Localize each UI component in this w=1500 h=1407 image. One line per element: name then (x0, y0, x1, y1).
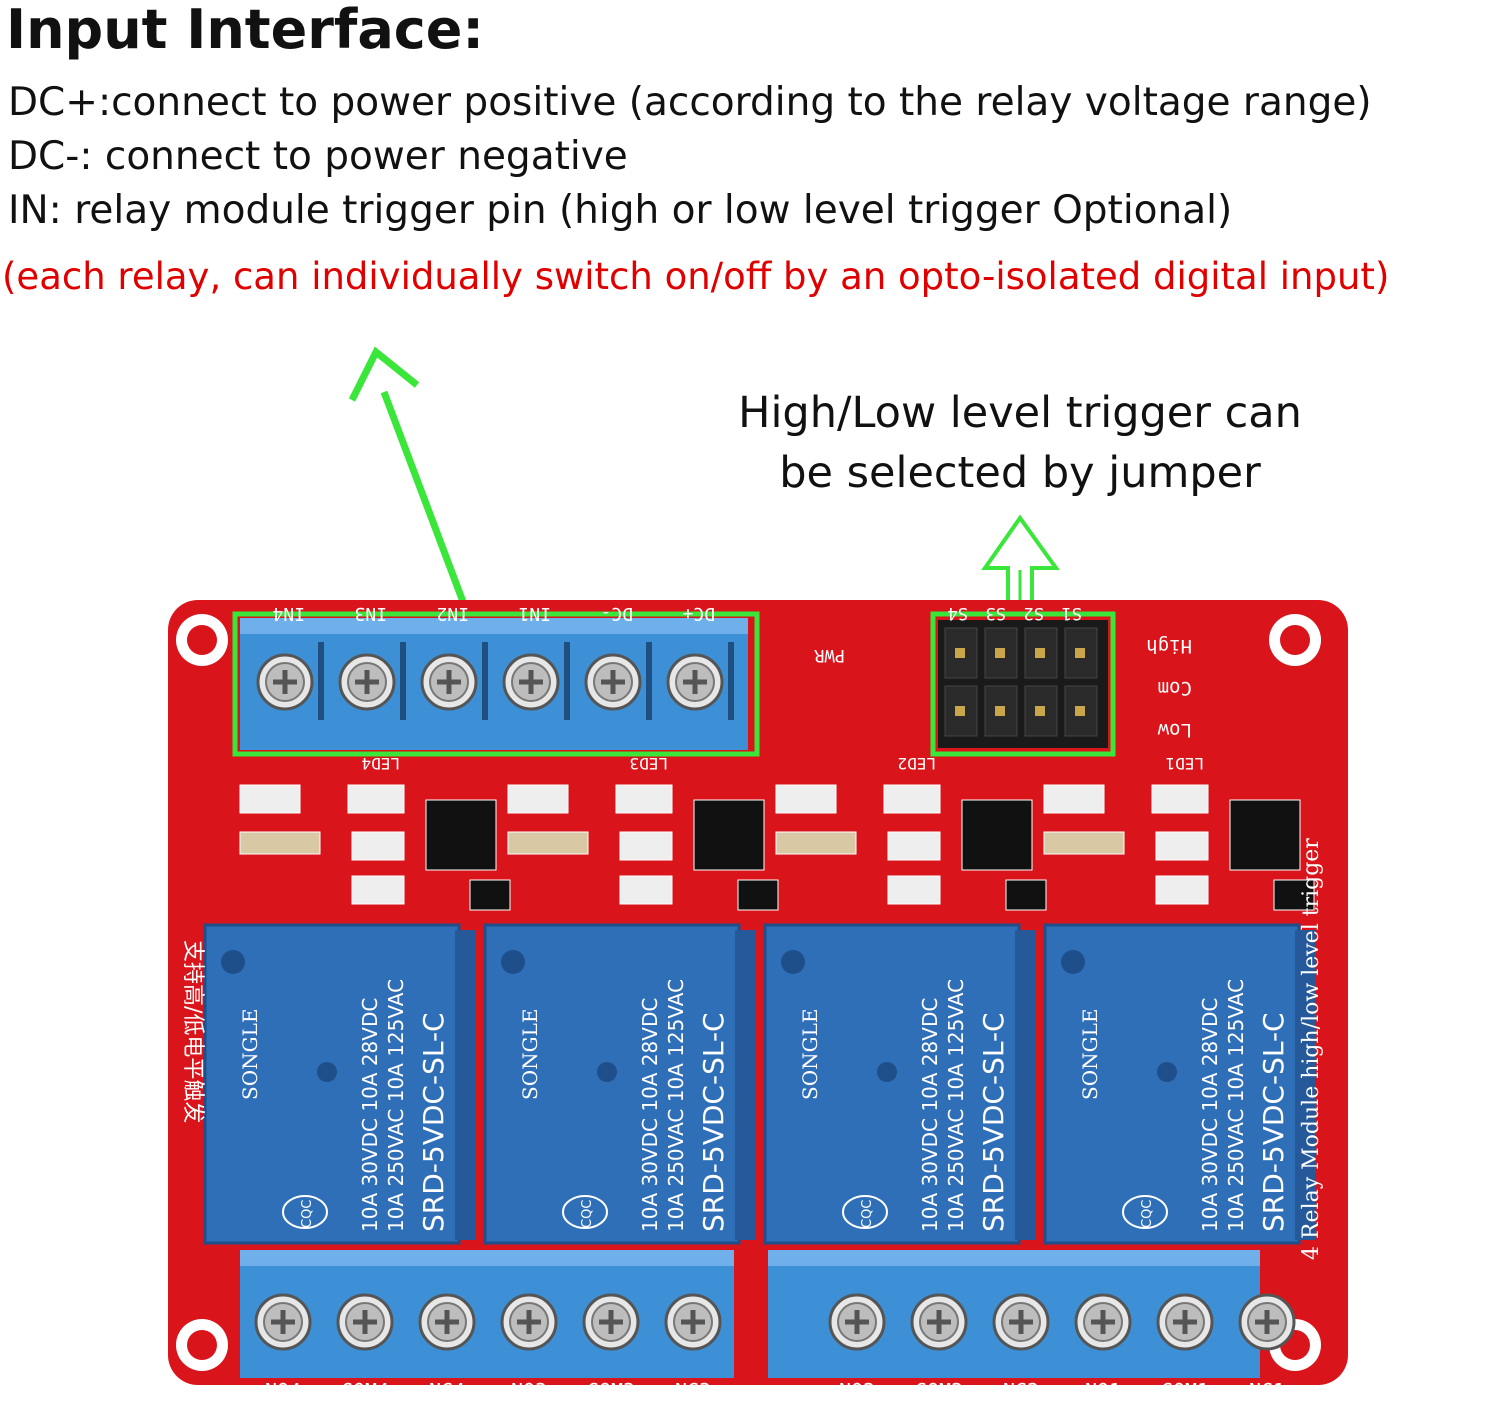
relay-rating-dc: 10A 30VDC 10A 28VDC (918, 998, 942, 1232)
relay-model: SRD-5VDC-SL-C (697, 1012, 730, 1232)
jumper-row-label: High (1146, 635, 1192, 657)
output-screw-com4 (336, 1293, 394, 1351)
spec-in: IN: relay module trigger pin (high or lo… (8, 188, 1233, 233)
jumper-pin-label: S3 (986, 603, 1006, 623)
input-arrow-icon (348, 346, 472, 617)
input-pin-label: IN3 (354, 603, 387, 624)
input-terminal-block (240, 618, 748, 750)
spec-dc-minus: DC-: connect to power negative (8, 134, 628, 179)
relay-cqc-mark: CQC (300, 1200, 315, 1228)
output-pin-label: COM4 (341, 1379, 389, 1403)
output-screw-no4 (254, 1293, 312, 1351)
jumper-callout-line1: High/Low level trigger can (738, 388, 1302, 438)
output-pin-label: NC3 (675, 1379, 711, 1403)
output-screw-no2 (828, 1293, 886, 1351)
page-title: Input Interface: (6, 0, 485, 61)
relay-rating-ac: 10A 250VAC 10A 125VAC (664, 979, 688, 1232)
jumper-pin-label: S1 (1062, 603, 1082, 623)
input-screw-in3 (338, 653, 396, 711)
output-pin-label: COM1 (1161, 1379, 1209, 1403)
input-pin-label: IN2 (436, 603, 469, 624)
output-pin-label: NC1 (1249, 1379, 1285, 1403)
jumper-highlight-box (930, 611, 1116, 757)
spec-dc-plus: DC+:connect to power positive (according… (8, 80, 1372, 125)
output-screw-nc1 (1238, 1293, 1296, 1351)
output-pin-label: NO2 (839, 1379, 875, 1403)
relay-rating-dc: 10A 30VDC 10A 28VDC (1198, 998, 1222, 1232)
input-pin-label: IN1 (518, 603, 551, 624)
jumper-row-label: Com (1158, 677, 1192, 699)
output-screw-nc3 (664, 1293, 722, 1351)
output-screw-no1 (1074, 1293, 1132, 1351)
led-label: LED4 (361, 754, 400, 773)
input-screw-in1 (502, 653, 560, 711)
jumper-header (938, 620, 1108, 748)
input-screw-dc- (584, 653, 642, 711)
input-pin-label: DC- (600, 603, 633, 624)
jumper-arrow-icon (981, 514, 1060, 614)
led-label: LED2 (897, 754, 936, 773)
output-terminal-left (240, 1250, 734, 1378)
output-pin-label: COM3 (587, 1379, 635, 1403)
relay-rating-dc: 10A 30VDC 10A 28VDC (358, 998, 382, 1232)
output-pin-label: COM2 (915, 1379, 963, 1403)
relay-model: SRD-5VDC-SL-C (1257, 1012, 1290, 1232)
jumper-row-label: Low (1157, 719, 1192, 741)
jumper-pin-label: S4 (948, 603, 968, 623)
output-screw-com3 (582, 1293, 640, 1351)
relay-cqc-mark: CQC (860, 1200, 875, 1228)
relay-rating-ac: 10A 250VAC 10A 125VAC (1224, 979, 1248, 1232)
relay-model: SRD-5VDC-SL-C (417, 1012, 450, 1232)
jumper-pin-label: S2 (1024, 603, 1044, 623)
output-pin-label: NO3 (511, 1379, 547, 1403)
board-text-en: 4 Relay Module high/low level trigger (1299, 838, 1324, 1260)
relay-brand: SONGLE (798, 1009, 822, 1100)
relay-brand: SONGLE (238, 1009, 262, 1100)
led-label: LED1 (1165, 754, 1204, 773)
output-pin-label: NO4 (265, 1379, 301, 1403)
relay-cqc-mark: CQC (1140, 1200, 1155, 1228)
relay-model: SRD-5VDC-SL-C (977, 1012, 1010, 1232)
board-text-cn: 支持高/低电平触发 (180, 940, 205, 1123)
pwr-label: PWR (814, 645, 845, 665)
output-screw-nc4 (418, 1293, 476, 1351)
output-screw-no3 (500, 1293, 558, 1351)
input-highlight-box (232, 611, 760, 757)
input-pin-label: IN4 (272, 603, 305, 624)
output-screw-com2 (910, 1293, 968, 1351)
input-screw-dc+ (666, 653, 724, 711)
relay-brand: SONGLE (518, 1009, 542, 1100)
led-label: LED3 (629, 754, 668, 773)
output-screw-nc2 (992, 1293, 1050, 1351)
jumper-callout-line2: be selected by jumper (779, 448, 1261, 498)
input-screw-in4 (256, 653, 314, 711)
output-screw-com1 (1156, 1293, 1214, 1351)
input-screw-in2 (420, 653, 478, 711)
output-pin-label: NC2 (1003, 1379, 1039, 1403)
opto-note: (each relay, can individually switch on/… (2, 255, 1390, 298)
relay-rating-dc: 10A 30VDC 10A 28VDC (638, 998, 662, 1232)
relay-rating-ac: 10A 250VAC 10A 125VAC (944, 979, 968, 1232)
input-pin-label: DC+ (682, 603, 715, 624)
relay-cqc-mark: CQC (580, 1200, 595, 1228)
relay-brand: SONGLE (1078, 1009, 1102, 1100)
output-pin-label: NO1 (1085, 1379, 1121, 1403)
relay-rating-ac: 10A 250VAC 10A 125VAC (384, 979, 408, 1232)
output-pin-label: NC4 (429, 1379, 465, 1403)
